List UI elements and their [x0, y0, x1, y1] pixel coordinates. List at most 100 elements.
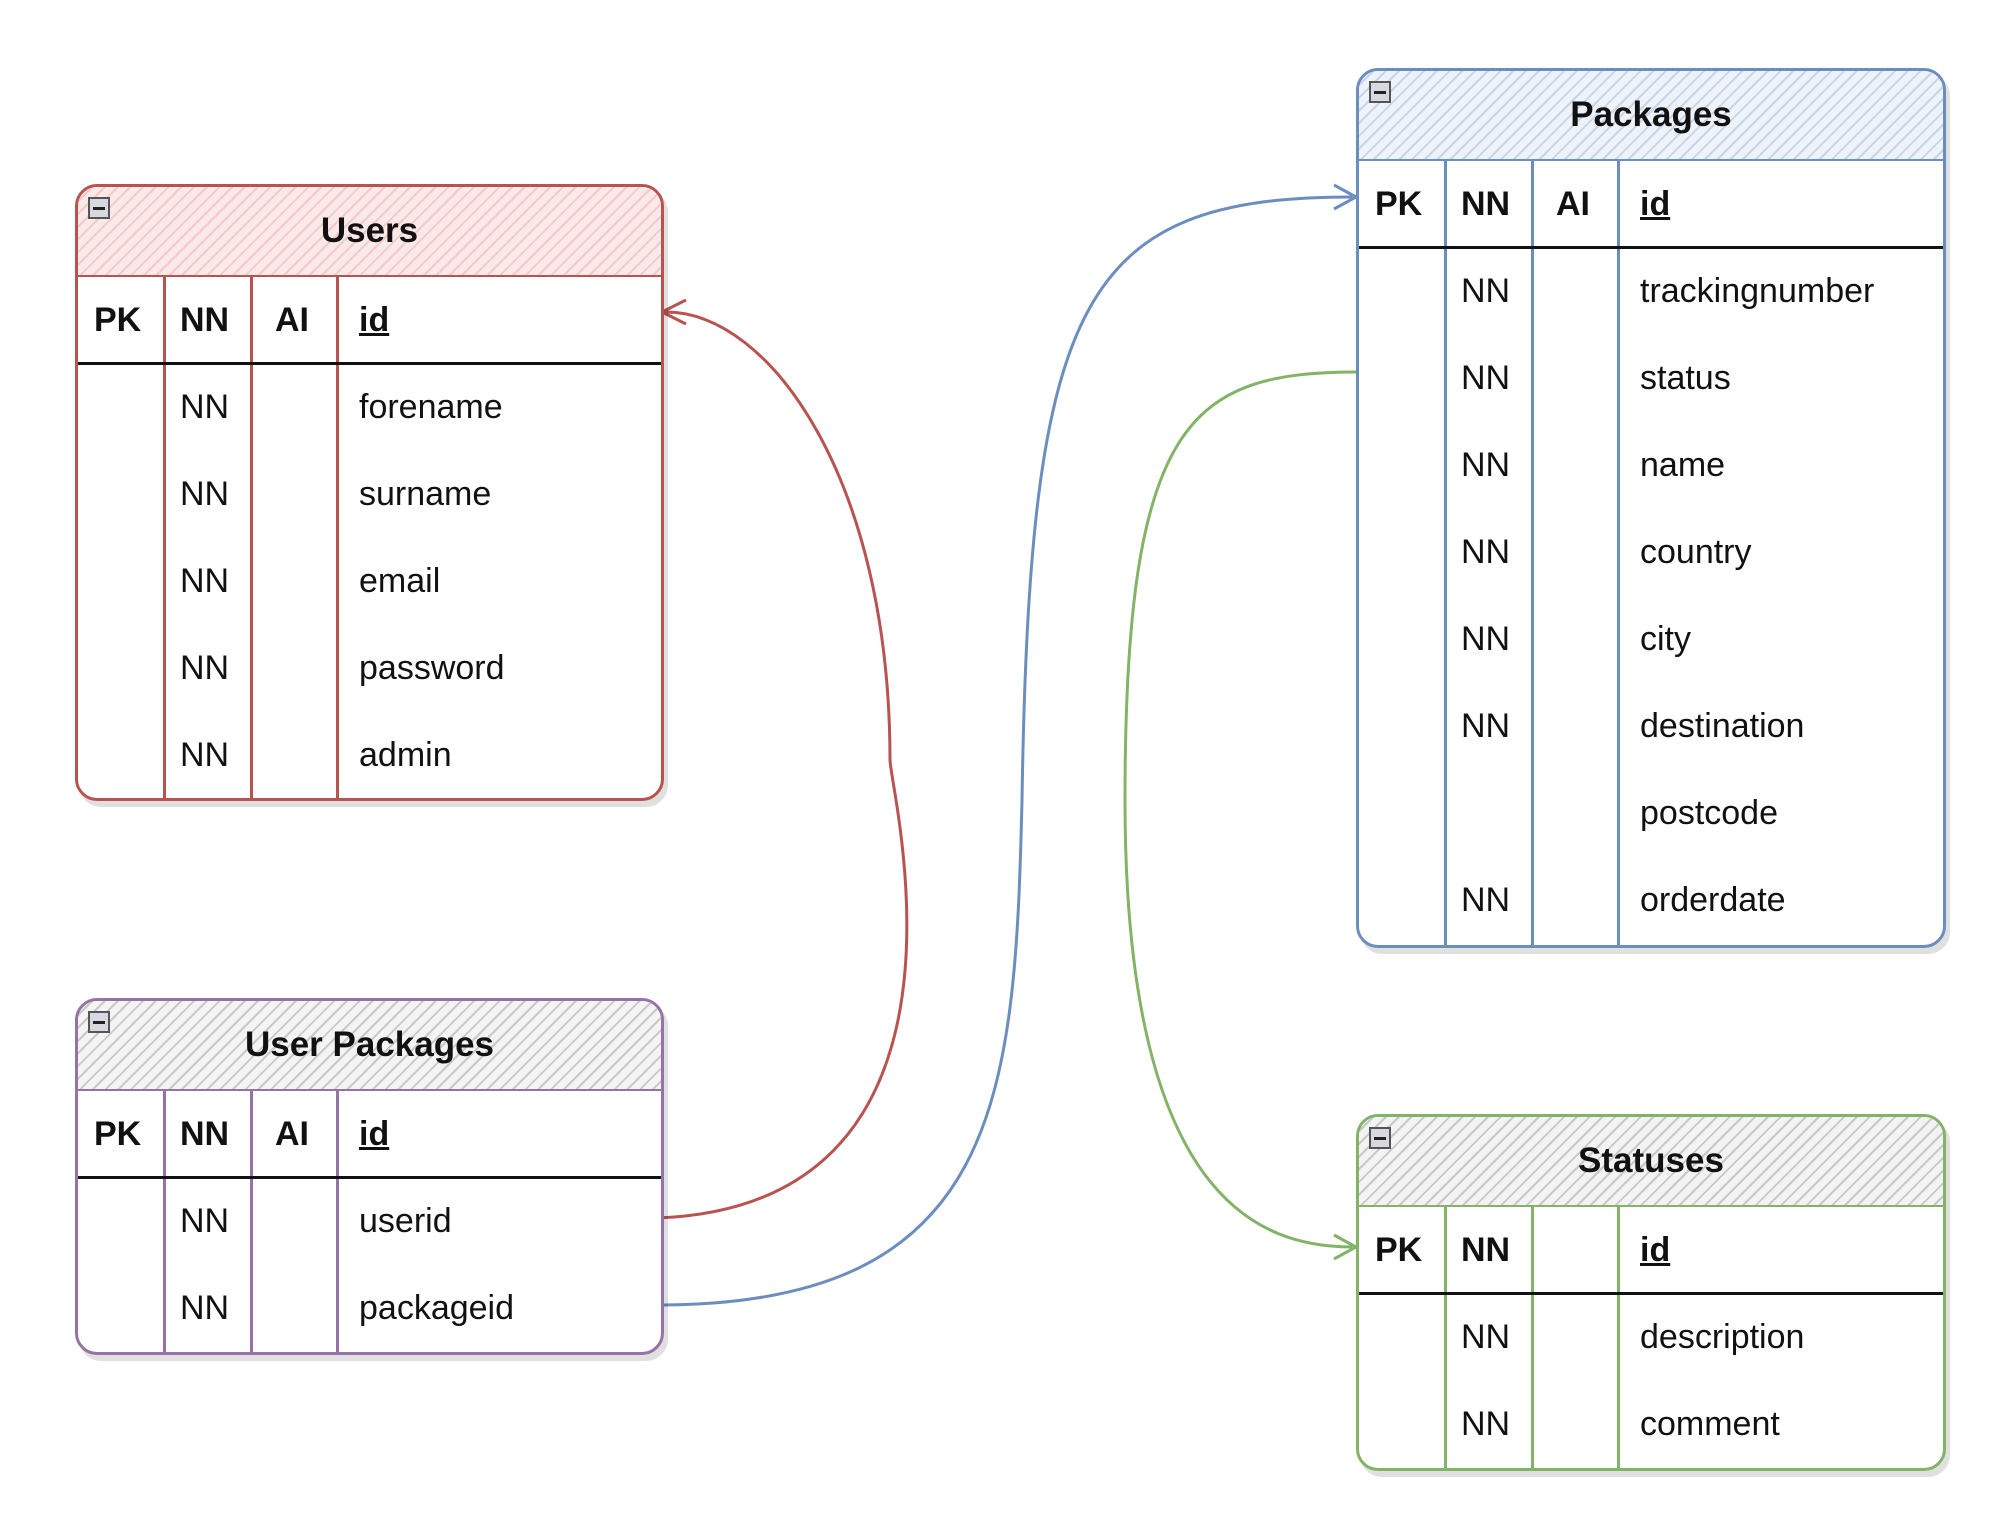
nn-label: NN [180, 1115, 230, 1153]
connector-userid-to-users-id [657, 310, 909, 1220]
nn-flag: NN [1461, 446, 1511, 484]
key-separator [1359, 246, 1943, 249]
table-title: Packages [1570, 95, 1732, 134]
statuses-table-header[interactable]: Statuses [1359, 1117, 1943, 1207]
field-name: password [359, 649, 505, 687]
column-divider [1531, 1205, 1534, 1468]
field-name: postcode [1640, 794, 1778, 832]
field-name: destination [1640, 707, 1805, 745]
pk-label: PK [1375, 1231, 1423, 1269]
nn-flag: NN [180, 562, 230, 600]
field-name: description [1640, 1318, 1805, 1356]
table-title: Users [320, 211, 419, 250]
field-row[interactable]: NN destination [1359, 683, 1943, 770]
nn-flag: NN [180, 388, 230, 426]
nn-flag: NN [1461, 620, 1511, 658]
table-title: Statuses [1578, 1141, 1724, 1180]
collapse-icon[interactable] [1369, 1127, 1391, 1149]
statuses-table[interactable]: Statuses PK NN id NN description NN comm… [1356, 1114, 1946, 1471]
field-name: status [1640, 359, 1731, 397]
field-row[interactable]: NN surname [78, 451, 661, 538]
column-divider [1444, 159, 1447, 945]
pk-label: PK [94, 1115, 142, 1153]
pk-label: PK [94, 301, 142, 339]
column-divider [163, 1089, 166, 1352]
column-divider [1444, 1205, 1447, 1468]
field-name: country [1640, 533, 1752, 571]
column-divider [163, 275, 166, 798]
field-name: id [359, 301, 390, 339]
collapse-icon[interactable] [88, 1011, 110, 1033]
nn-label: NN [1461, 1231, 1511, 1269]
column-divider [250, 275, 253, 798]
key-separator [78, 362, 661, 365]
field-row[interactable]: NN userid [78, 1178, 661, 1265]
key-separator [78, 1176, 661, 1179]
field-row[interactable]: NN trackingnumber [1359, 248, 1943, 335]
ai-label: AI [275, 301, 309, 339]
field-row[interactable]: NN comment [1359, 1381, 1943, 1468]
nn-label: NN [1461, 185, 1511, 223]
column-divider [336, 275, 339, 798]
field-row[interactable]: NN city [1359, 596, 1943, 683]
field-row[interactable]: NN name [1359, 422, 1943, 509]
field-name: comment [1640, 1405, 1780, 1443]
field-row[interactable]: NN country [1359, 509, 1943, 596]
nn-flag: NN [180, 736, 230, 774]
field-name: id [359, 1115, 390, 1153]
primary-key-row[interactable]: PK NN AI id [78, 1091, 661, 1178]
field-name: id [1640, 1231, 1671, 1269]
nn-flag: NN [1461, 1318, 1511, 1356]
primary-key-row[interactable]: PK NN id [1359, 1207, 1943, 1294]
column-divider [336, 1089, 339, 1352]
collapse-icon[interactable] [88, 197, 110, 219]
field-name: packageid [359, 1289, 515, 1327]
field-name: city [1640, 620, 1691, 658]
field-name: trackingnumber [1640, 272, 1875, 310]
primary-key-row[interactable]: PK NN AI id [1359, 161, 1943, 248]
field-name: surname [359, 475, 492, 513]
field-row[interactable]: NN email [78, 538, 661, 625]
user-packages-table-header[interactable]: User Packages [78, 1001, 661, 1091]
users-table-header[interactable]: Users [78, 187, 661, 277]
key-separator [1359, 1292, 1943, 1295]
nn-flag: NN [1461, 1405, 1511, 1443]
field-row[interactable]: NN forename [78, 364, 661, 451]
nn-flag: NN [1461, 359, 1511, 397]
ai-label: AI [275, 1115, 309, 1153]
field-row[interactable]: NN password [78, 625, 661, 712]
table-title: User Packages [244, 1025, 495, 1064]
column-divider [1617, 1205, 1620, 1468]
field-row[interactable]: NN description [1359, 1294, 1943, 1381]
field-name: id [1640, 185, 1671, 223]
connector-status-to-statuses-id [1123, 370, 1359, 1249]
packages-table-header[interactable]: Packages [1359, 71, 1943, 161]
nn-flag: NN [180, 1289, 230, 1327]
field-row[interactable]: NN admin [78, 712, 661, 798]
nn-flag: NN [180, 475, 230, 513]
nn-flag: NN [180, 649, 230, 687]
column-divider [250, 1089, 253, 1352]
users-table[interactable]: Users PK NN AI id NN forename NN surname… [75, 184, 664, 801]
column-divider [1617, 159, 1620, 945]
field-name: name [1640, 446, 1726, 484]
field-name: admin [359, 736, 452, 774]
field-name: userid [359, 1202, 452, 1240]
nn-flag: NN [180, 1202, 230, 1240]
field-name: forename [359, 388, 503, 426]
nn-flag: NN [1461, 272, 1511, 310]
field-row[interactable]: postcode [1359, 770, 1943, 857]
nn-flag: NN [1461, 881, 1511, 919]
field-row[interactable]: NN packageid [78, 1265, 661, 1352]
collapse-icon[interactable] [1369, 81, 1391, 103]
user-packages-table[interactable]: User Packages PK NN AI id NN userid NN p… [75, 998, 664, 1355]
field-name: orderdate [1640, 881, 1786, 919]
field-row[interactable]: NN status [1359, 335, 1943, 422]
primary-key-row[interactable]: PK NN AI id [78, 277, 661, 364]
field-row[interactable]: NN orderdate [1359, 857, 1943, 944]
nn-label: NN [180, 301, 230, 339]
field-name: email [359, 562, 441, 600]
packages-table[interactable]: Packages PK NN AI id NN trackingnumber N… [1356, 68, 1946, 948]
